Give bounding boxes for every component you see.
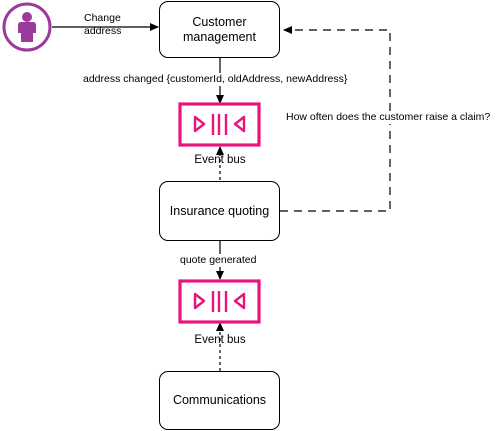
event-bus-label: Event bus (194, 334, 246, 346)
communications-node: Communications (159, 371, 280, 430)
change-address-label: Change address (84, 12, 121, 38)
customer-management-label-line2: management (183, 29, 256, 44)
communications-label: Communications (172, 393, 267, 407)
customer-management-label-line1: Customer (192, 14, 247, 29)
insurance-quoting-node: Insurance quoting (159, 181, 280, 241)
claims-question-label: How often does the customer raise a clai… (286, 111, 491, 124)
user-icon (2, 2, 52, 52)
change-address-line1: Change (84, 12, 121, 24)
customer-management-node: Customer management (159, 1, 280, 58)
event-bus-icon (178, 102, 261, 147)
address-changed-label: address changed {customerId, oldAddress,… (83, 73, 348, 86)
insurance-quoting-label: Insurance quoting (169, 203, 270, 218)
change-address-line2: address (84, 25, 122, 37)
event-bus-label: Event bus (194, 154, 246, 166)
event-bus-icon (178, 279, 261, 324)
quote-generated-label: quote generated (180, 254, 257, 267)
